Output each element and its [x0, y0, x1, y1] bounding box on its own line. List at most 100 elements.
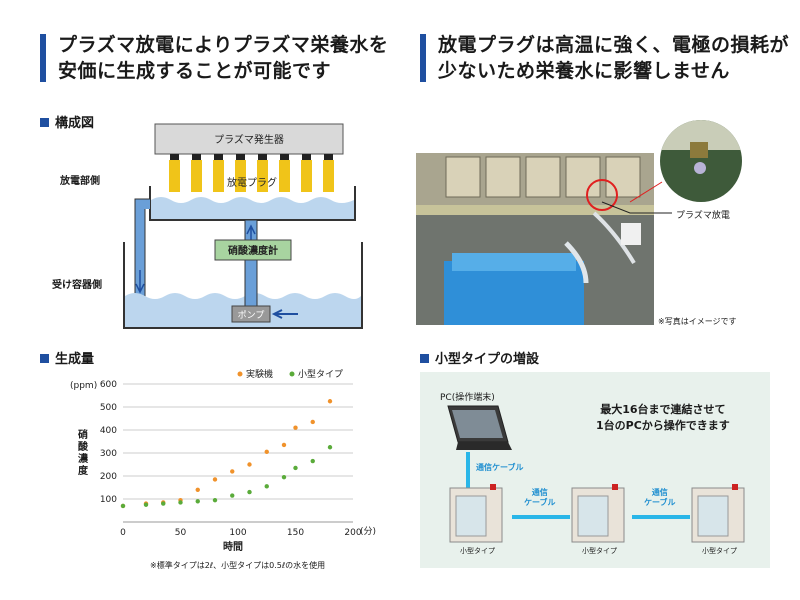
chart-y-tick-label: 300	[100, 449, 117, 459]
lower-tank	[123, 242, 363, 329]
small-unit-3	[691, 484, 745, 543]
nitrate-meter-box	[214, 239, 292, 261]
headline-right: 放電プラグは高温に強く、電極の損耗が 少ないため栄養水に影響しません	[438, 32, 789, 84]
square-bullet-icon	[40, 354, 49, 363]
chart-point	[264, 449, 269, 455]
chart-point	[293, 465, 298, 471]
pc-label: PC(操作端末)	[440, 393, 495, 403]
section-expansion-title: 小型タイプの増設	[420, 348, 539, 367]
cable2-label: 通信 ケーブル	[644, 488, 676, 508]
chart-points	[120, 399, 333, 509]
photo-note: ※写真はイメージです	[658, 317, 737, 326]
unit2-label: 小型タイプ	[582, 547, 617, 555]
chart-y-tick-label: 600	[100, 380, 117, 390]
chart-point	[230, 469, 235, 474]
chart-point	[281, 474, 287, 480]
cable2-line1: 通信	[651, 488, 668, 497]
chart-point	[195, 499, 200, 504]
chart-y-ticks: 100 200 300 400 500 600	[100, 380, 117, 505]
production-chart: 100 200 300 400 500 600 0 50 100 150 200 (ppm) (分…	[70, 368, 376, 553]
plasma-generator-label: プラズマ発生器	[214, 133, 284, 146]
chart-x-tick-label: 50	[175, 528, 187, 538]
chart-point	[264, 484, 269, 489]
equipment-photo	[416, 153, 654, 325]
chart-point	[327, 445, 333, 450]
legend-marker	[289, 371, 295, 377]
headline-right-accent-bar	[420, 34, 426, 82]
section-production-title: 生成量	[40, 348, 94, 367]
plasma-generator-box	[154, 123, 344, 155]
chart-point	[310, 458, 315, 464]
chart-point	[212, 497, 218, 503]
headline-right-line2: 少ないため栄養水に影響しません	[438, 60, 730, 82]
unit3-label: 小型タイプ	[702, 547, 737, 555]
chart-y-tick-label: 100	[100, 495, 117, 505]
chart-grid	[123, 383, 353, 523]
cable1-line2: ケーブル	[524, 498, 556, 507]
chart-y-tick-label: 400	[100, 426, 117, 436]
square-bullet-icon	[40, 118, 49, 127]
chart-point	[247, 489, 252, 495]
nitrate-meter-label: 硝酸濃度計	[228, 244, 278, 257]
chart-point	[310, 419, 315, 425]
chart-point	[195, 487, 200, 492]
chart-legend: 実験機 小型タイプ	[237, 368, 343, 380]
chart-point	[293, 425, 298, 430]
chart-x-unit: (分)	[360, 526, 376, 537]
photo-callout-label: プラズマ放電	[676, 211, 730, 221]
cable-horizontal-2	[632, 515, 690, 519]
left-arrow-icon	[271, 309, 298, 319]
chart-footnote: ※標準タイプは2ℓ、小型タイプは0.5ℓの水を使用	[150, 561, 326, 570]
section-expansion-title-text: 小型タイプの増設	[435, 352, 540, 367]
discharge-side-label: 放電部側	[60, 176, 100, 187]
small-unit-2	[571, 484, 625, 543]
unit1-label: 小型タイプ	[460, 547, 495, 555]
photo-inset-closeup	[660, 120, 742, 202]
info-text: 最大16台まで連結させて 1台のPCから操作できます	[596, 402, 730, 434]
pump-label: ポンプ	[238, 310, 265, 321]
section-production-title-text: 生成量	[55, 352, 95, 367]
pump-box	[231, 305, 271, 323]
headline-left-line2: 安価に生成することが可能です	[58, 60, 332, 82]
chart-point	[281, 442, 287, 448]
headline-left: プラズマ放電によりプラズマ栄養水を 安価に生成することが可能です	[58, 32, 388, 84]
cable-vertical	[466, 452, 470, 522]
legend-label: 実験機	[246, 368, 273, 380]
square-bullet-icon	[420, 354, 429, 363]
info-line2: 1台のPCから操作できます	[596, 419, 730, 432]
chart-point	[161, 501, 166, 506]
cable2-line2: ケーブル	[644, 498, 676, 507]
headline-left-accent-bar	[40, 34, 46, 82]
discharge-plug-label: 放電プラグ	[227, 176, 277, 189]
cable-horizontal-1	[512, 515, 570, 519]
chart-point	[230, 493, 235, 498]
receiver-side-label: 受け容器側	[52, 280, 102, 291]
section-structure-title-text: 構成図	[55, 116, 95, 131]
chart-point	[143, 502, 149, 507]
cable1-label: 通信 ケーブル	[524, 488, 556, 508]
legend-label: 小型タイプ	[298, 369, 343, 380]
chart-point	[212, 477, 218, 482]
upper-water	[151, 197, 354, 219]
laptop-icon	[447, 405, 512, 450]
chart-point	[120, 503, 126, 509]
left-return-pipe-outline	[134, 198, 150, 298]
chart-x-label: 時間	[223, 540, 243, 553]
headline-right-line1: 放電プラグは高温に強く、電極の損耗が	[438, 34, 790, 56]
chart-y-tick-label: 500	[100, 403, 117, 413]
chart-point	[178, 500, 183, 505]
cable-vertical-label: 通信ケーブル	[476, 463, 524, 472]
chart-y-tick-label: 200	[100, 472, 117, 482]
cable1-line1: 通信	[531, 488, 548, 497]
chart-y-unit: (ppm)	[70, 381, 97, 391]
chart-x-tick-label: 200	[344, 528, 361, 538]
discharge-plugs	[169, 154, 334, 192]
chart-point	[327, 399, 333, 404]
chart-point	[247, 462, 252, 467]
chart-x-tick-label: 150	[287, 528, 304, 538]
left-return-pipe	[135, 199, 150, 298]
info-line1: 最大16台まで連結させて	[600, 403, 726, 416]
chart-x-tick-label: 0	[120, 528, 126, 538]
headline-left-line1: プラズマ放電によりプラズマ栄養水を	[58, 34, 389, 56]
